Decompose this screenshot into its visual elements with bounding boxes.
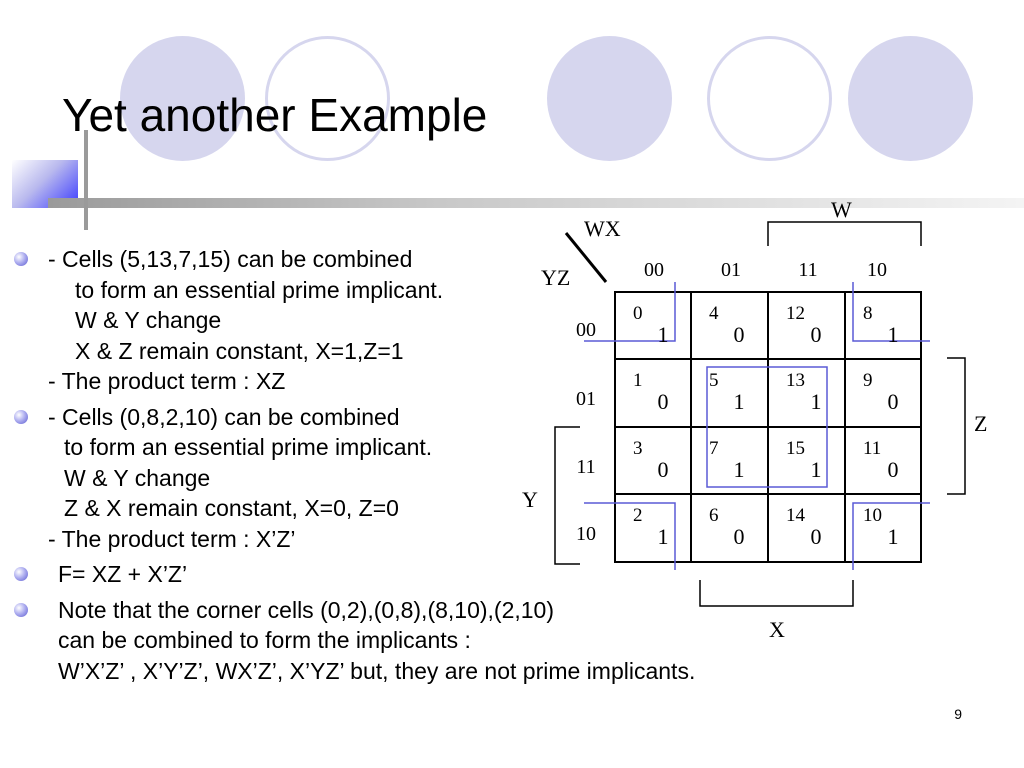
kmap-cell-index: 5 <box>709 370 719 391</box>
kmap-group-corner-top-left <box>584 282 676 342</box>
bullet-line: - The product term : X’Z’ <box>48 525 296 552</box>
decor-circle-5 <box>848 36 973 161</box>
kmap-cell-index: 9 <box>863 370 873 391</box>
kmap-col-header: 10 <box>867 259 887 281</box>
slide-title: Yet another Example <box>62 89 488 141</box>
function-result: F= XZ + X’Z’ <box>58 561 188 587</box>
kmap-cell-value: 0 <box>888 389 899 414</box>
bullet-dot-icon <box>14 252 28 266</box>
bullet-item: - Cells (5,13,7,15) can be combined to f… <box>14 244 554 397</box>
kmap-cell-value: 0 <box>734 322 745 347</box>
kmap-cell-value: 0 <box>811 322 822 347</box>
kmap-cell-value: 1 <box>734 457 745 482</box>
kmap-cell-index: 2 <box>633 505 643 526</box>
kmap-cell-index: 14 <box>786 505 806 526</box>
decor-circle-3 <box>547 36 672 161</box>
kmap-col-header: 01 <box>721 259 741 281</box>
bullet-dot-icon <box>14 409 28 424</box>
kmap-group-xz <box>706 366 828 488</box>
kmap-z-bracket <box>947 357 966 495</box>
kmap-cell-index: 8 <box>863 303 873 324</box>
kmap-x-bracket <box>699 580 854 607</box>
kmap-corner-col-label: WX <box>584 216 621 241</box>
kmap-cell-index: 1 <box>633 370 643 391</box>
kmap-cell-index: 4 <box>709 303 719 324</box>
bullet-line: can be combined to form the implicants : <box>58 627 471 653</box>
kmap-cell-value: 1 <box>811 457 822 482</box>
kmap-cell-value: 1 <box>658 524 669 549</box>
kmap-row-header: 00 <box>576 319 596 341</box>
kmap-row-header: 01 <box>576 388 596 410</box>
decor-circle-1 <box>120 36 245 161</box>
bullet-line: to form an essential prime implicant. <box>75 276 444 303</box>
kmap-cell-index: 15 <box>786 438 805 459</box>
bullet-item: - Cells (0,8,2,10) can be combined to fo… <box>14 402 554 555</box>
kmap-row-header: 10 <box>576 523 596 545</box>
kmap-cell-value: 1 <box>734 389 745 414</box>
kmap-y-label: Y <box>522 487 538 512</box>
kmap-cell-index: 0 <box>633 303 643 324</box>
decor-circle-4 <box>707 36 832 161</box>
bullet-line: - Cells (0,8,2,10) can be combined <box>48 403 400 430</box>
kmap-cell-index: 12 <box>786 303 805 324</box>
kmap-cell-index: 13 <box>786 370 805 391</box>
kmap-corner-diagonal <box>564 232 608 283</box>
kmap-group-corner-bottom-right <box>852 502 930 570</box>
kmap-corner-row-label: YZ <box>541 265 570 290</box>
kmap-group-corner-top-right <box>852 282 930 342</box>
kmap-col-header: 00 <box>644 259 664 281</box>
kmap-cell-value: 0 <box>811 524 822 549</box>
bullet-line: - Cells (5,13,7,15) can be combined <box>48 246 413 272</box>
kmap-cell-value: 1 <box>888 322 899 347</box>
bullet-line: to form an essential prime implicant. <box>64 434 433 460</box>
title-vertical-rule <box>84 130 88 230</box>
bullet-dot-icon <box>14 567 28 581</box>
kmap-cell-value: 1 <box>888 524 899 549</box>
bullet-line: - The product term : XZ <box>48 368 286 394</box>
kmap-cell-value: 1 <box>811 389 822 414</box>
bullet-line: Note that the corner cells (0,2),(0,8),(… <box>58 596 554 623</box>
bullet-dot-icon <box>14 602 28 617</box>
kmap-cell-index: 6 <box>709 505 719 526</box>
bullet-line: Z & X remain constant, X=0, Z=0 <box>64 495 399 521</box>
bullet-line: W & Y change <box>64 464 211 491</box>
kmap-z-label: Z <box>974 411 987 436</box>
page-number: 9 <box>954 706 962 722</box>
bullet-line: X & Z remain constant, X=1,Z=1 <box>75 337 404 364</box>
kmap-cell-value: 1 <box>658 322 669 347</box>
kmap-w-label: W <box>831 197 852 222</box>
kmap-w-bracket <box>767 221 922 246</box>
kmap-cell-value: 0 <box>734 524 745 549</box>
kmap-cell-value: 0 <box>658 389 669 414</box>
kmap-x-label: X <box>769 617 785 642</box>
bullet-item: F= XZ + X’Z’ <box>14 559 554 590</box>
decor-circle-2 <box>265 36 390 161</box>
kmap-cell-value: 0 <box>658 457 669 482</box>
kmap-cell-index: 7 <box>709 438 719 459</box>
kmap-y-bracket <box>554 426 580 565</box>
kmap-cell-value: 0 <box>888 457 899 482</box>
kmap-row-header: 11 <box>576 456 595 478</box>
kmap-group-corner-bottom-left <box>584 502 676 570</box>
bullet-line: W & Y change <box>75 307 222 333</box>
kmap-cell-index: 11 <box>863 438 881 459</box>
kmap-cell-index: 3 <box>633 438 643 459</box>
title-underline-rule <box>48 198 1024 208</box>
kmap-cell-index: 10 <box>863 505 882 526</box>
kmap-col-header: 11 <box>798 259 817 281</box>
